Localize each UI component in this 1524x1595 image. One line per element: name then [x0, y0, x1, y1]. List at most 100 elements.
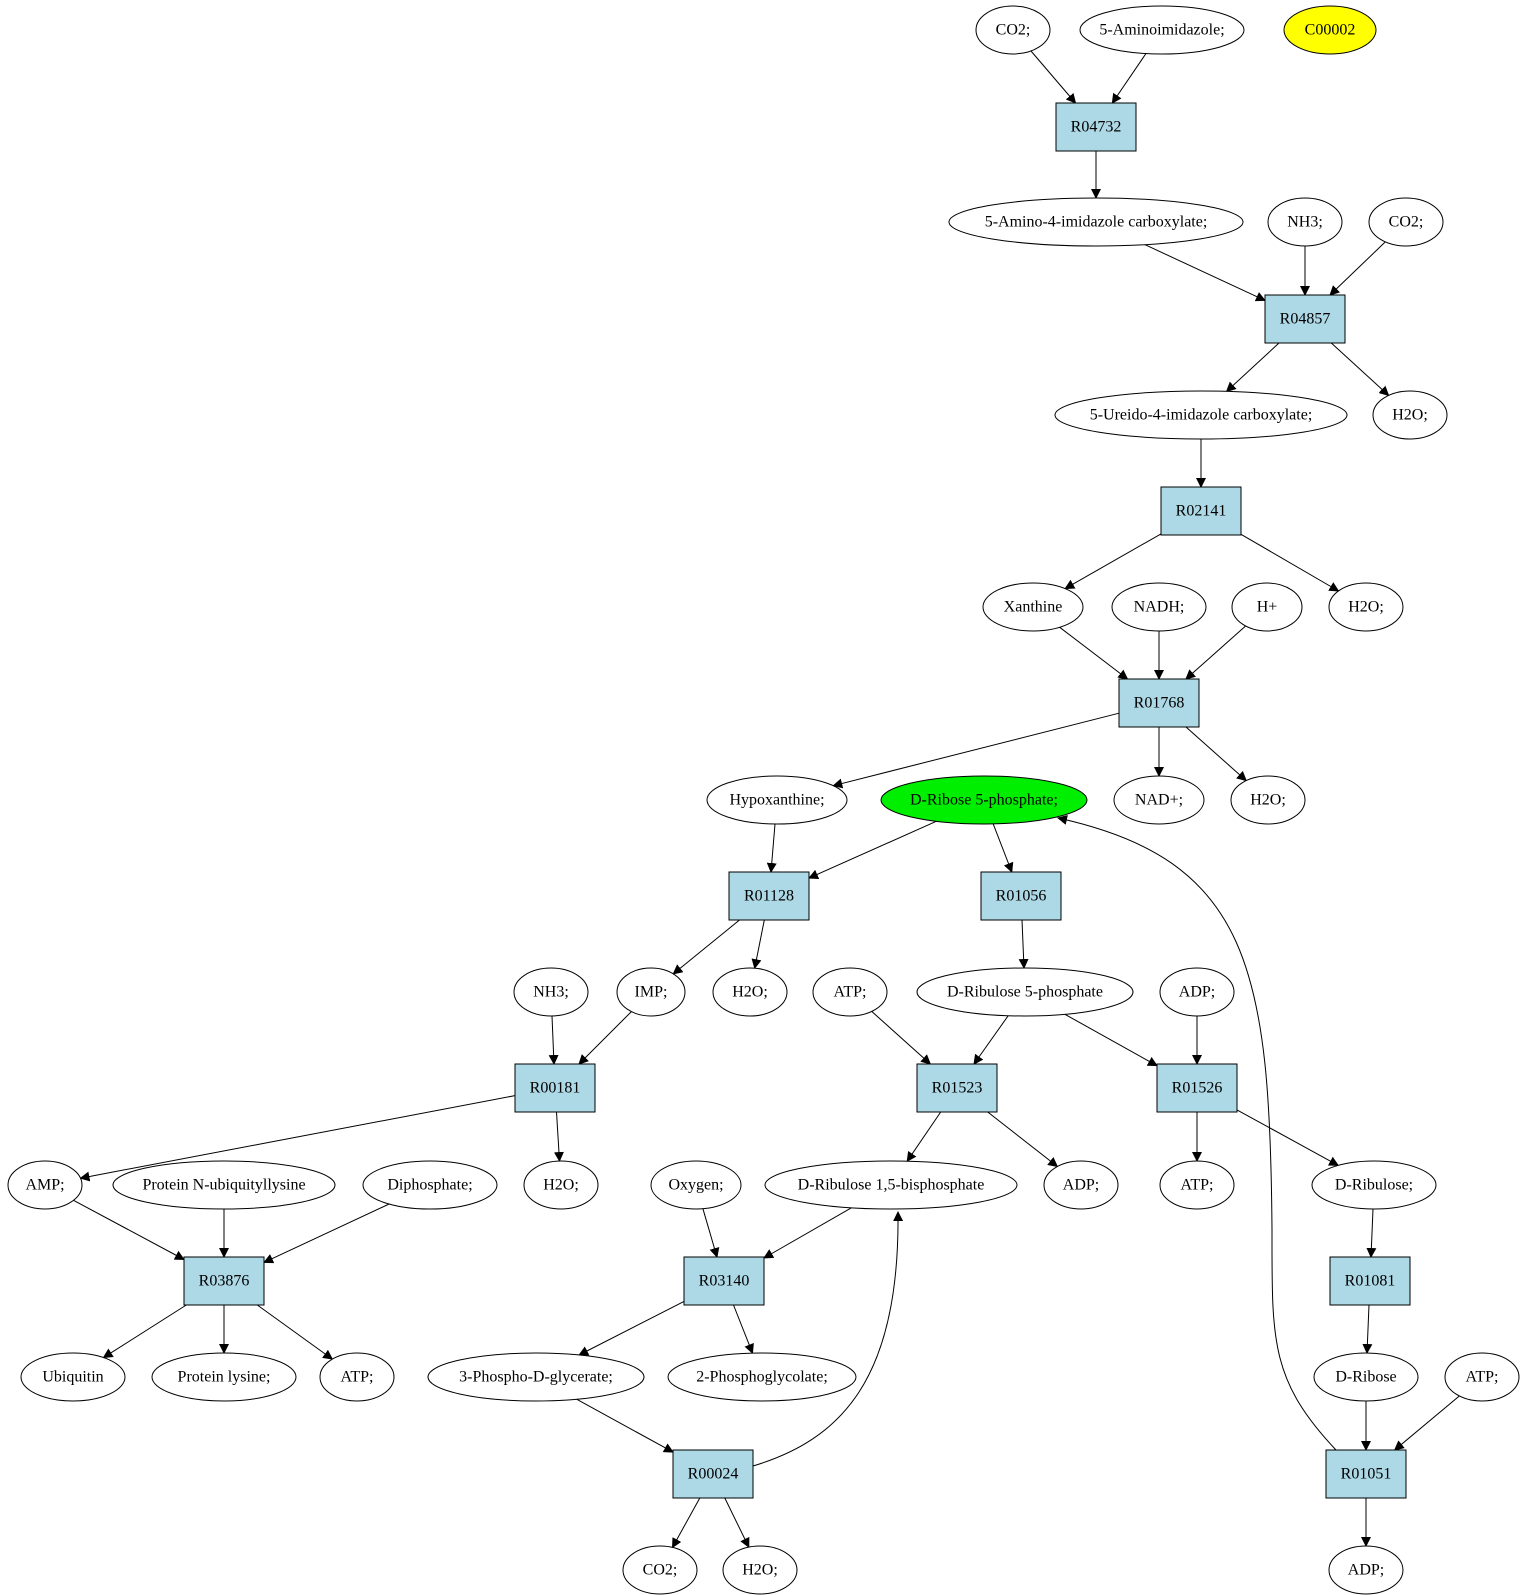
edge-r03140-to-pglycolate — [733, 1304, 754, 1355]
compound-ellipse — [1054, 390, 1348, 440]
compound-ellipse — [7, 1160, 83, 1210]
reaction-node-r01128: R01128 — [728, 871, 810, 921]
compound-node-adp_c: ADP; — [1328, 1545, 1404, 1595]
node-label: 5-Amino-4-imidazole carboxylate; — [985, 214, 1208, 231]
reaction-node-r04857: R04857 — [1264, 294, 1346, 344]
reaction-box — [672, 1449, 754, 1499]
compound-ellipse — [1283, 5, 1377, 55]
compound-node-diphosphate: Diphosphate; — [362, 1160, 498, 1210]
node-label: R01051 — [1341, 1466, 1392, 1483]
node-label: D-Ribose 5-phosphate; — [910, 792, 1058, 809]
node-label: 5-Ureido-4-imidazole carboxylate; — [1090, 407, 1313, 424]
node-label: ADP; — [1179, 984, 1215, 1001]
compound-ellipse — [1368, 197, 1444, 247]
edge-r00024-to-rubp — [752, 1211, 904, 1467]
compound-node-h2o_e: H2O; — [523, 1160, 599, 1210]
compound-ellipse — [20, 1352, 126, 1402]
compound-ellipse — [622, 1545, 698, 1595]
edge-co2_top-to-r04732 — [1030, 50, 1077, 104]
compound-node-atp_a: ATP; — [812, 967, 888, 1017]
compound-node-atp_c: ATP; — [319, 1352, 395, 1402]
compound-ellipse — [916, 967, 1134, 1017]
reaction-node-r01526: R01526 — [1156, 1063, 1238, 1113]
compound-ellipse — [1311, 1160, 1437, 1210]
edge-xanthine-to-r01768 — [1059, 626, 1129, 680]
reaction-box — [1160, 486, 1242, 536]
node-label: R01056 — [996, 888, 1047, 905]
edge-r00024-to-h2o_f — [724, 1497, 750, 1548]
node-label: ADP; — [1348, 1562, 1384, 1579]
node-label: Oxygen; — [668, 1177, 723, 1194]
node-label: R03140 — [699, 1273, 750, 1290]
compound-ellipse — [523, 1160, 599, 1210]
compound-ellipse — [1079, 5, 1245, 55]
compound-node-protlys: Protein lysine; — [151, 1352, 297, 1402]
compound-node-rubp: D-Ribulose 1,5-bisphosphate — [764, 1160, 1018, 1210]
node-label: CO2; — [996, 22, 1031, 39]
compound-node-h2o_b: H2O; — [1328, 582, 1404, 632]
edge-pga-to-r00024 — [576, 1398, 674, 1453]
compound-ellipse — [1267, 197, 1343, 247]
node-label: Diphosphate; — [387, 1177, 472, 1194]
edge-r03876-to-atp_c — [257, 1304, 334, 1360]
edge-ribulose5p-to-r01526 — [1064, 1013, 1158, 1067]
node-label: IMP; — [635, 984, 668, 1001]
edge-amp-to-r03876 — [73, 1199, 185, 1260]
node-label: Ubiquitin — [42, 1369, 103, 1386]
reaction-box — [1156, 1063, 1238, 1113]
node-label: ATP; — [1466, 1369, 1499, 1386]
node-label: D-Ribulose 1,5-bisphosphate — [798, 1177, 985, 1194]
node-label: R01768 — [1134, 695, 1185, 712]
compound-ellipse — [1231, 582, 1303, 632]
compound-node-nadh: NADH; — [1111, 582, 1207, 632]
compound-ellipse — [427, 1352, 645, 1402]
node-label: C00002 — [1305, 22, 1356, 39]
reaction-node-r00181: R00181 — [514, 1063, 596, 1113]
compound-ellipse — [319, 1352, 395, 1402]
compound-node-adp_a: ADP; — [1159, 967, 1235, 1017]
node-label: Protein N-ubiquityllysine — [142, 1177, 305, 1194]
compound-ellipse — [982, 582, 1084, 632]
reaction-box — [683, 1256, 765, 1306]
reaction-box — [1264, 294, 1346, 344]
node-label: H2O; — [742, 1562, 778, 1579]
edge-r01081-to-dribose — [1362, 1304, 1373, 1354]
node-label: R01523 — [932, 1080, 983, 1097]
node-label: R01526 — [1172, 1080, 1223, 1097]
node-label: D-Ribulose 5-phosphate — [947, 984, 1103, 1001]
compound-node-protubq: Protein N-ubiquityllysine — [112, 1160, 336, 1210]
reaction-node-r01056: R01056 — [980, 871, 1062, 921]
node-label: AMP; — [25, 1177, 64, 1194]
node-label: 3-Phospho-D-glycerate; — [459, 1369, 613, 1386]
compound-node-hplus: H+ — [1231, 582, 1303, 632]
compound-node-nh3_a: NH3; — [1267, 197, 1343, 247]
node-label: R04732 — [1071, 119, 1122, 136]
compound-node-oxygen: Oxygen; — [650, 1160, 742, 1210]
compound-ellipse — [1230, 775, 1306, 825]
edge-hplus-to-r01768 — [1185, 625, 1246, 680]
edge-atp_a-to-r01523 — [871, 1011, 932, 1065]
compound-ellipse — [722, 1545, 798, 1595]
edge-ribose5p-to-r01128 — [808, 820, 937, 879]
edge-ribose5p-to-r01056 — [992, 823, 1014, 873]
compound-ellipse — [948, 197, 1244, 247]
compound-node-aicarb: 5-Amino-4-imidazole carboxylate; — [948, 197, 1244, 247]
node-label: Xanthine — [1004, 599, 1063, 616]
node-label: H2O; — [732, 984, 768, 1001]
compound-ellipse — [764, 1160, 1018, 1210]
compound-node-pga: 3-Phospho-D-glycerate; — [427, 1352, 645, 1402]
reaction-box — [728, 871, 810, 921]
compound-node-ribulose: D-Ribulose; — [1311, 1160, 1437, 1210]
compound-node-ribose5p: D-Ribose 5-phosphate; — [880, 775, 1088, 825]
edge-ribulose5p-to-r01523 — [973, 1015, 1009, 1065]
edge-r00181-to-h2o_e — [553, 1111, 564, 1162]
node-label: R03876 — [199, 1273, 250, 1290]
reaction-box — [514, 1063, 596, 1113]
reaction-node-r01081: R01081 — [1329, 1256, 1411, 1306]
edge-imp-to-r00181 — [578, 1011, 632, 1065]
node-label: H2O; — [1348, 599, 1384, 616]
node-label: R01128 — [744, 888, 794, 905]
compound-ellipse — [1313, 1352, 1419, 1402]
compound-node-dribose: D-Ribose — [1313, 1352, 1419, 1402]
